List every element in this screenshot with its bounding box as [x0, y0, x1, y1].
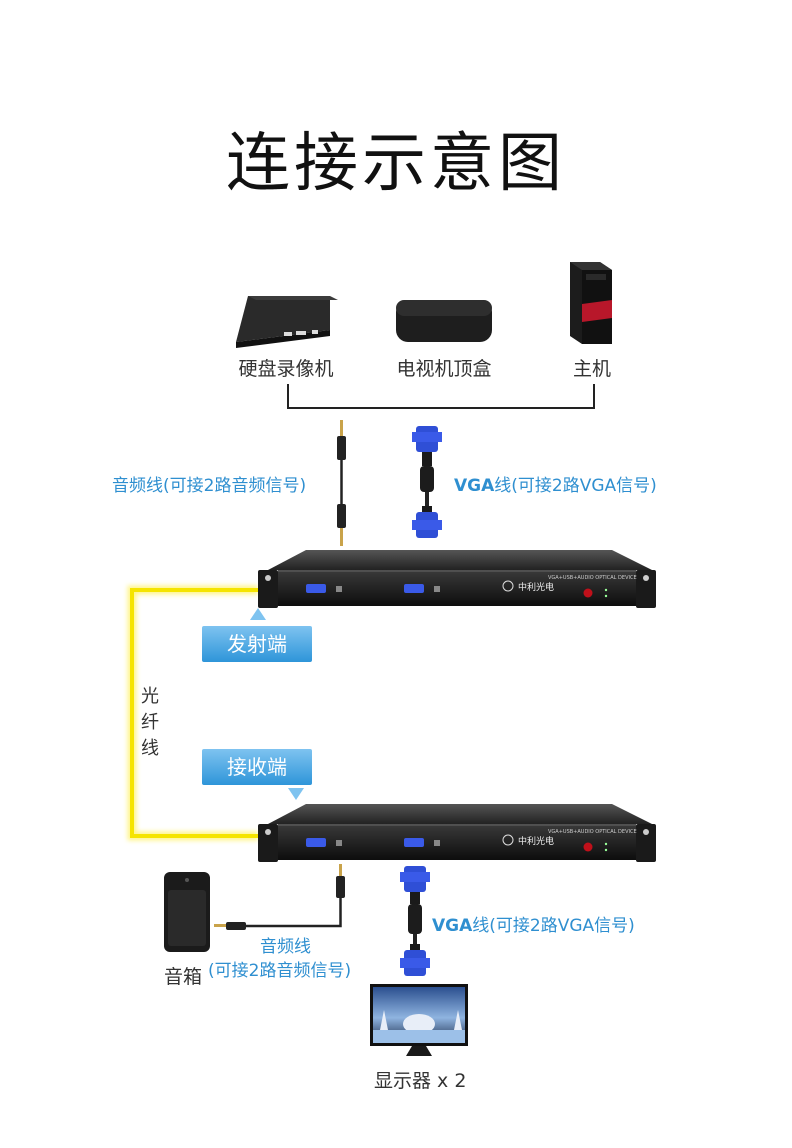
receiver-model: VGA+USB+AUDIO OPTICAL DEVICE [548, 829, 637, 835]
source-bracket [287, 384, 595, 409]
vga-cable-top [412, 426, 442, 538]
vga-cable-top-label: VGA线(可接2路VGA信号) [454, 471, 657, 496]
speaker-icon [164, 872, 210, 952]
audio-cable-bottom [214, 864, 345, 930]
monitor-label: 显示器 x 2 [374, 1070, 467, 1092]
fiber-char-2: 纤 [141, 712, 159, 733]
fiber-char-3: 线 [141, 738, 159, 759]
transmitter-arrow [250, 608, 266, 620]
fiber-line [127, 585, 258, 841]
transmitter-model: VGA+USB+AUDIO OPTICAL DEVICE [548, 575, 637, 581]
vga-top-suffix: 线(可接2路VGA信号) [494, 476, 657, 496]
page-title: 连接示意图 [226, 127, 566, 201]
receiver-arrow [288, 788, 304, 800]
settop-box-icon [396, 300, 492, 342]
transmitter-device: 中利光电 VGA+USB+AUDIO OPTICAL DEVICE [258, 550, 656, 608]
monitor-icon [370, 984, 468, 1056]
receiver-tag: 接收端 [202, 749, 312, 785]
host-label: 主机 [572, 358, 611, 380]
audio-cable-bottom-label-1: 音频线 [260, 937, 311, 957]
receiver-brand: 中利光电 [518, 835, 554, 847]
audio-cable-top-label: 音频线(可接2路音频信号) [112, 476, 307, 496]
audio-cable-bottom-label-2: (可接2路音频信号) [208, 961, 352, 981]
audio-cable-top [337, 420, 346, 546]
vga-bottom-prefix: VGA [432, 916, 473, 936]
vga-cable-bottom-label: VGA线(可接2路VGA信号) [432, 911, 635, 936]
settop-label: 电视机顶盒 [396, 358, 492, 380]
dvr-icon [236, 296, 338, 348]
transmitter-tag: 发射端 [202, 626, 312, 662]
vga-bottom-suffix: 线(可接2路VGA信号) [472, 916, 635, 936]
fiber-label: 光 纤 线 [140, 684, 160, 762]
speaker-label: 音箱 [164, 966, 203, 988]
receiver-device: 中利光电 VGA+USB+AUDIO OPTICAL DEVICE [258, 804, 656, 862]
fiber-char-1: 光 [141, 686, 159, 707]
transmitter-brand: 中利光电 [518, 581, 554, 593]
dvr-label: 硬盘录像机 [238, 358, 334, 380]
pc-host-icon [570, 262, 612, 344]
vga-top-prefix: VGA [454, 476, 495, 496]
vga-cable-bottom [400, 866, 430, 976]
